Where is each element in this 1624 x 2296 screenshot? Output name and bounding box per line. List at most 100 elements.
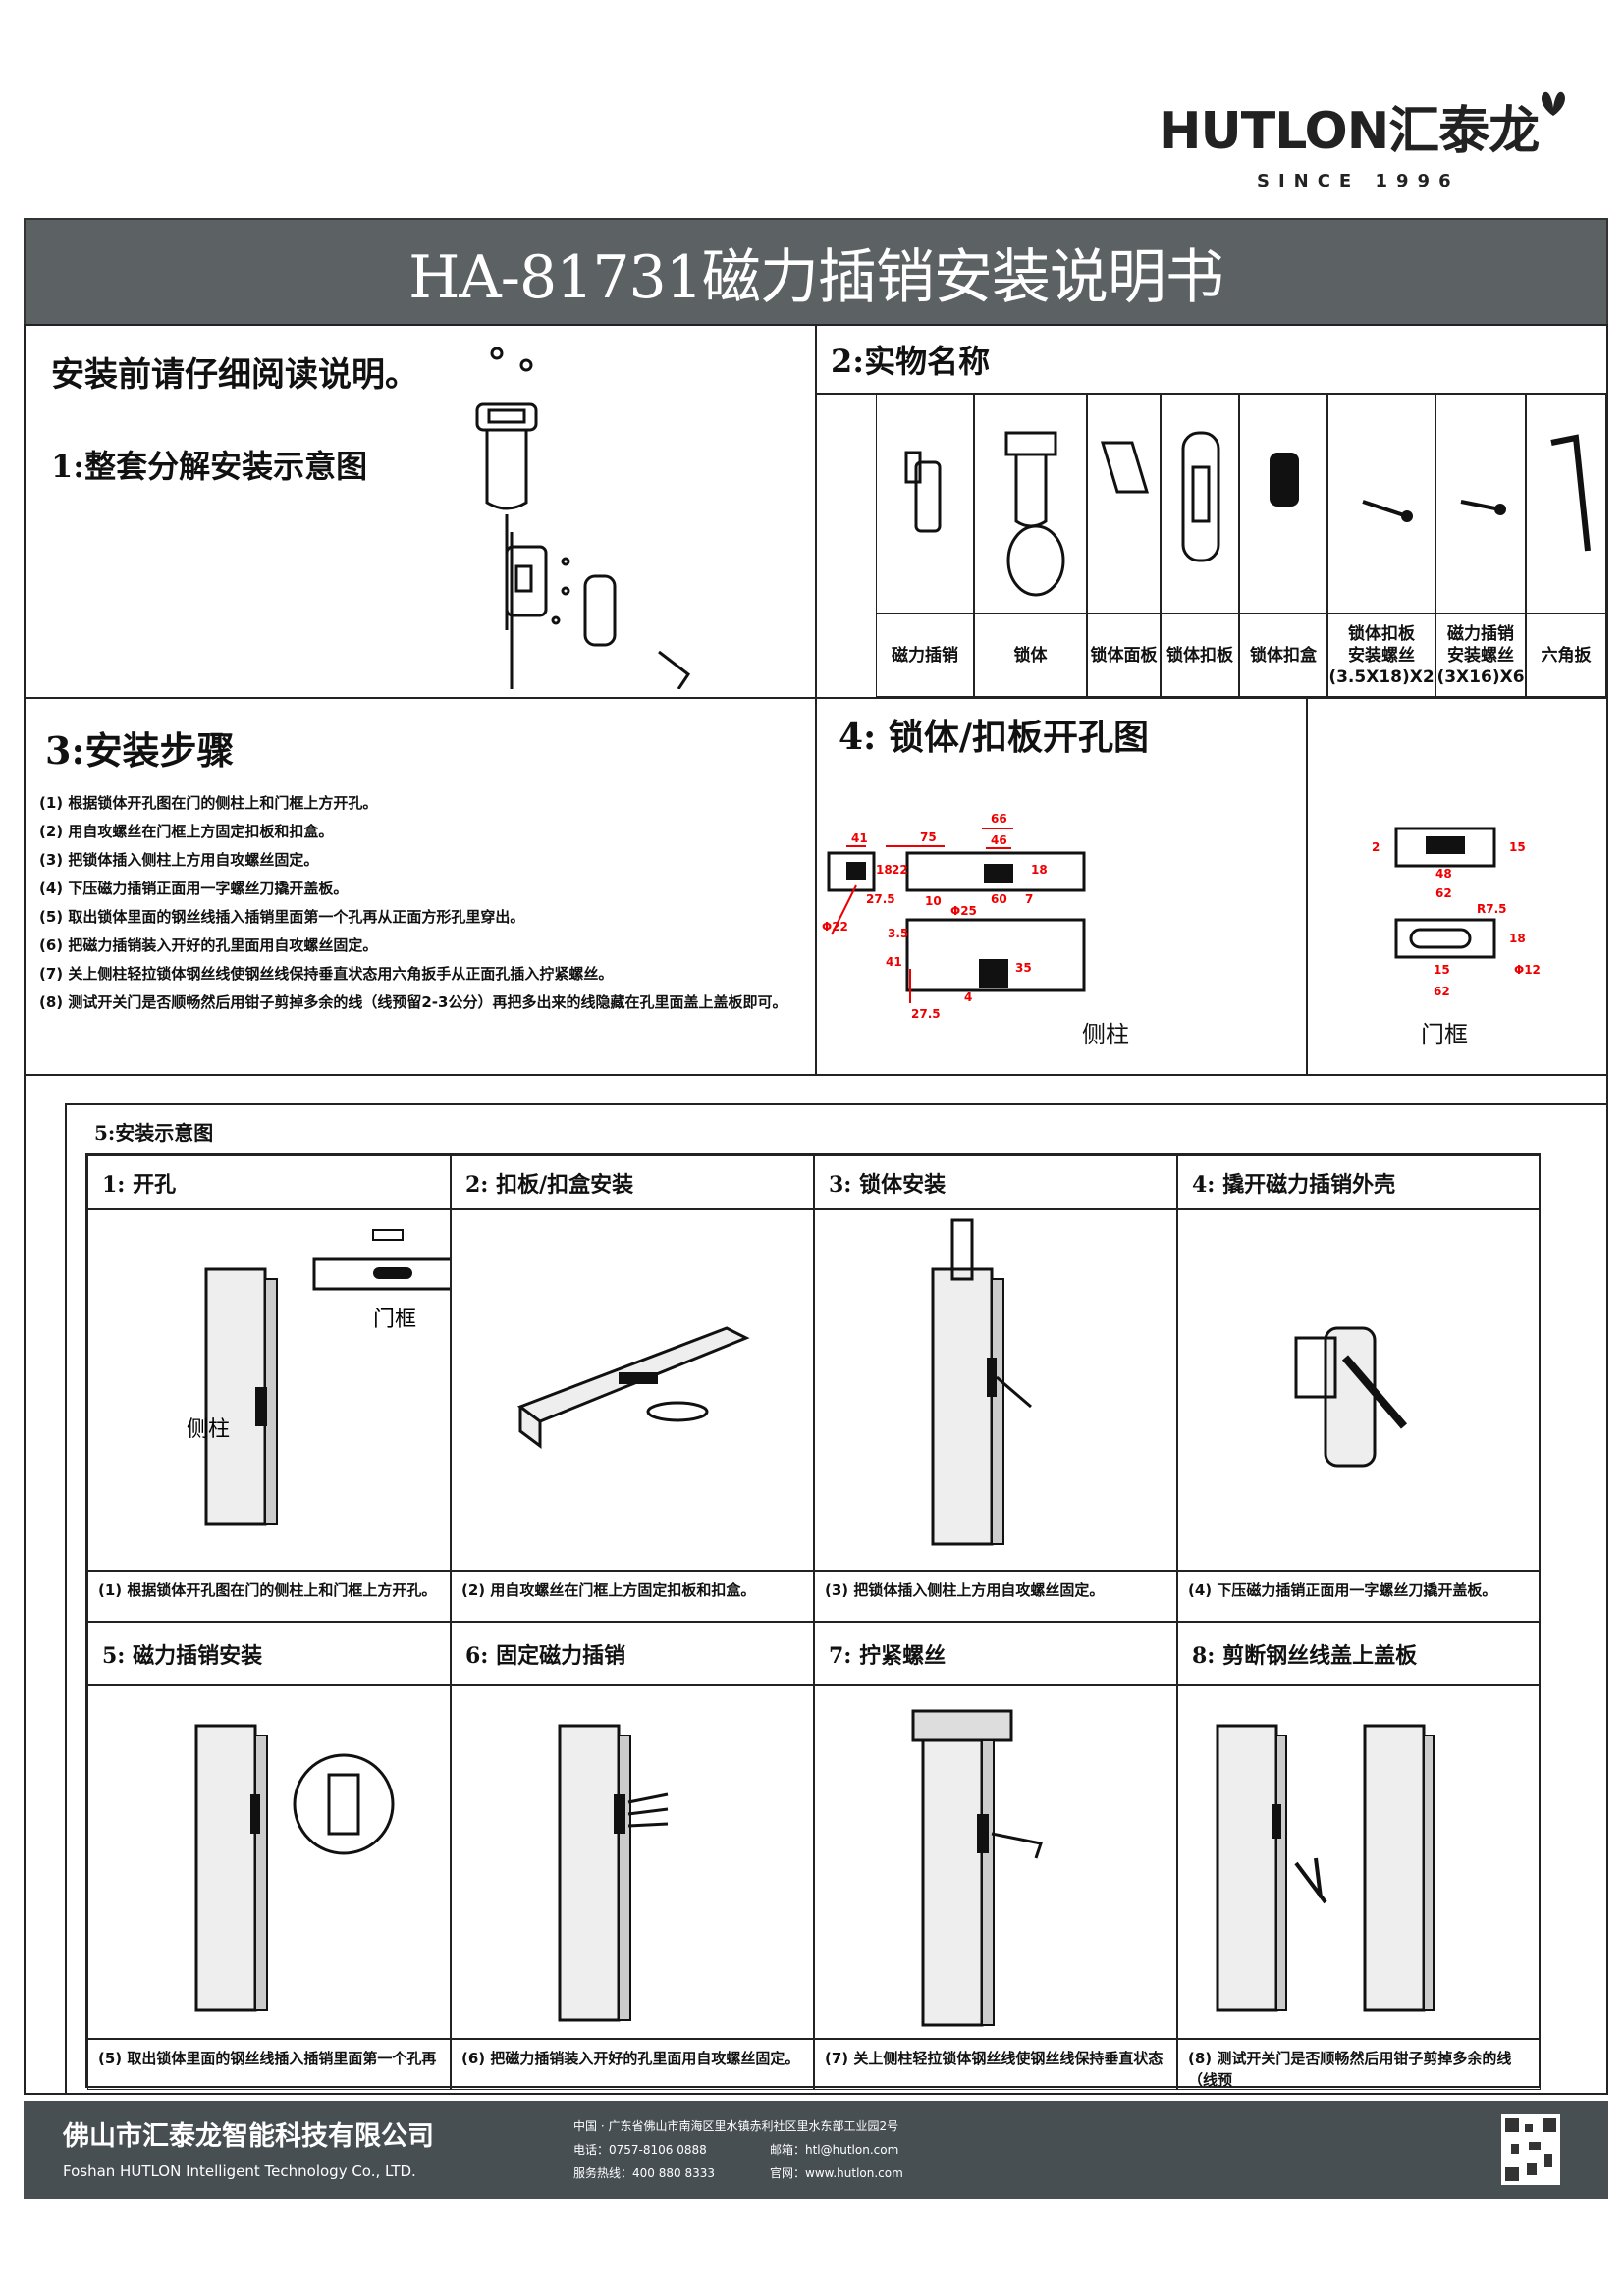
dim-label: 48 <box>1435 867 1452 881</box>
steps-heading: 3:安装步骤 <box>45 728 235 773</box>
part-image-lock-body <box>974 393 1087 614</box>
panel-illustration-lock-body-install <box>814 1209 1177 1571</box>
part-label: 锁体面板 <box>1087 614 1161 697</box>
side-post-label: 侧柱 <box>1082 1021 1129 1048</box>
dim-label: 46 <box>991 833 1007 847</box>
panel-caption-lock-body-install: (3) 把锁体插入侧柱上方用自攻螺丝固定。 <box>814 1571 1177 1622</box>
panel-caption-drilling: (1) 根据锁体开孔图在门的侧柱上和门框上方开孔。 <box>87 1571 451 1622</box>
panel-caption-fix-bolt: (6) 把磁力插销装入开好的孔里面用自攻螺丝固定。 <box>451 2039 814 2090</box>
company-name-cn: 佛山市汇泰龙智能科技有限公司 <box>63 2121 434 2152</box>
panel-caption-open-bolt-cover: (4) 下压磁力插销正面用一字螺丝刀撬开盖板。 <box>1177 1571 1541 1622</box>
dim-label: 18 <box>1031 863 1048 877</box>
dim-label: 15 <box>1434 963 1450 977</box>
part-label: 六角扳 <box>1526 614 1606 697</box>
panel-illustration-cut-wire-cover <box>1177 1685 1541 2039</box>
dim-label: 10 <box>925 894 942 908</box>
panel-caption-cut-wire-cover: (8) 测试开关门是否顺畅然后用钳子剪掉多余的线（线预 <box>1177 2039 1541 2090</box>
part-image-bolt-screw <box>1435 393 1526 614</box>
dim-label: 18 <box>1509 932 1526 945</box>
step-item: (5) 取出锁体里面的钢丝线插入插销里面第一个孔再从正面方形孔里穿出。 <box>39 908 525 926</box>
part-label: 磁力插销 <box>876 614 974 697</box>
panel-illustration-bolt-install <box>87 1685 451 2039</box>
part-image-strike-box <box>1239 393 1327 614</box>
door-frame-label: 门框 <box>373 1308 416 1332</box>
panel-title-open-bolt-cover: 4: 撬开磁力插销外壳 <box>1177 1155 1541 1209</box>
part-spec: (3.5X18)X2 <box>1328 667 1435 687</box>
qr-code-icon <box>1501 2114 1560 2185</box>
door-frame-drilling-drawing: 2 48 15 62 R7.5 18 15 62 Φ12 门框 <box>1372 827 1541 1048</box>
part-image-magnetic-bolt <box>876 393 974 614</box>
dim-label: 62 <box>1435 886 1452 900</box>
dim-label: R7.5 <box>1477 902 1507 916</box>
exploded-assembly-drawing <box>475 347 691 689</box>
contact-info: 中国 · 广东省佛山市南海区里水镇赤利社区里水东部工业园2号 电话：0757-8… <box>573 2114 986 2185</box>
step-item: (8) 测试开关门是否顺畅然后用钳子剪掉多余的线（线预留2-3公分）再把多出来的… <box>39 993 787 1011</box>
dim-label: 41 <box>851 831 868 845</box>
phone: 电话：0757-8106 0888 <box>573 2143 707 2157</box>
panel-title-cut-wire-cover: 8: 剪断钢丝线盖上盖板 <box>1177 1622 1541 1685</box>
diagram-section: 5:安装示意图 <box>24 1074 1608 2095</box>
diagram-heading: 5:安装示意图 <box>94 1121 214 1145</box>
side-post-label: 侧柱 <box>187 1417 230 1442</box>
panel-caption-plate-box-install: (2) 用自攻螺丝在门框上方固定扣板和扣盒。 <box>451 1571 814 1622</box>
panel-title-fix-bolt: 6: 固定磁力插销 <box>451 1622 814 1685</box>
document-title: HA-81731磁力插销安装说明书 <box>408 242 1224 312</box>
panel-illustration-drilling: 门框侧柱 <box>87 1209 493 1571</box>
step-item: (7) 关上侧柱轻拉锁体钢丝线使钢丝线保持垂直状态用六角扳手从正面孔插入拧紧螺丝… <box>39 965 614 983</box>
part-image-plate-screw <box>1327 393 1435 614</box>
panel-illustration-tighten-screw <box>814 1685 1177 2039</box>
panel-title-lock-body-install: 3: 锁体安装 <box>814 1155 1177 1209</box>
dim-label: 4 <box>964 990 972 1004</box>
door-frame-label: 门框 <box>1421 1021 1468 1048</box>
diagram-frame <box>65 1103 1608 2095</box>
drilling-heading: 4: 锁体/扣板开孔图 <box>839 717 1150 758</box>
part-label: 磁力插销安装螺丝(3X16)X6 <box>1435 614 1526 697</box>
panel-caption-bolt-install: (5) 取出锁体里面的钢丝线插入插销里面第一个孔再 <box>87 2039 451 2090</box>
logo-since: SINCE 1996 <box>1257 171 1460 191</box>
panel-title-bolt-install: 5: 磁力插销安装 <box>87 1622 451 1685</box>
part-image-hex-key <box>1526 393 1606 614</box>
dim-label: 7 <box>1025 892 1033 906</box>
dim-label: Φ12 <box>1514 963 1541 977</box>
panel-illustration-fix-bolt <box>451 1685 814 2039</box>
part-name: 锁体扣板安装螺丝 <box>1348 623 1415 666</box>
parts-heading: 2:实物名称 <box>817 326 1606 395</box>
step-item: (6) 把磁力插销装入开好的孔里面用自攻螺丝固定。 <box>39 936 378 954</box>
dim-label: 3.5 <box>888 927 908 940</box>
panel-caption-tighten-screw: (7) 关上侧柱轻拉锁体钢丝线使钢丝线保持垂直状态 <box>814 2039 1177 2090</box>
dim-label: 27.5 <box>866 892 895 906</box>
panel-title-drilling: 1: 开孔 <box>87 1155 451 1209</box>
part-image-strike-plate <box>1161 393 1239 614</box>
parts-table: 磁力插销 锁体 锁体面板 锁体扣板 锁体扣盒 锁体扣板安装螺丝(3.5X18)X… <box>876 393 1606 697</box>
step-item: (1) 根据锁体开孔图在门的侧柱上和门框上方开孔。 <box>39 794 378 812</box>
exploded-view-section: 安装前请仔细阅读说明。 1:整套分解安装示意图 <box>24 324 817 699</box>
part-label: 锁体 <box>974 614 1087 697</box>
part-label: 锁体扣板安装螺丝(3.5X18)X2 <box>1327 614 1435 697</box>
address: 中国 · 广东省佛山市南海区里水镇赤利社区里水东部工业园2号 <box>573 2119 899 2133</box>
panel-title-tighten-screw: 7: 拧紧螺丝 <box>814 1622 1177 1685</box>
side-post-drilling-drawing: 41 18 27.5 Φ22 75 22 66 46 18 10 Φ25 60 … <box>822 812 1129 1048</box>
dim-label: 35 <box>1015 961 1032 975</box>
hotline: 服务热线：400 880 8333 <box>573 2166 715 2180</box>
dim-label: 18 <box>876 863 893 877</box>
email: 邮箱：htl@hutlon.com <box>770 2143 899 2157</box>
dim-label: 27.5 <box>911 1007 941 1021</box>
dim-label: 62 <box>1434 985 1450 998</box>
dim-label: Φ25 <box>950 904 977 918</box>
step-item: (4) 下压磁力插销正面用一字螺丝刀撬开盖板。 <box>39 880 349 897</box>
read-notice: 安装前请仔细阅读说明。 <box>51 355 418 395</box>
dim-label: 2 <box>1372 840 1380 854</box>
step-item: (3) 把锁体插入侧柱上方用自攻螺丝固定。 <box>39 851 319 869</box>
company-name-en: Foshan HUTLON Intelligent Technology Co.… <box>63 2163 416 2180</box>
part-spec: (3X16)X6 <box>1436 667 1525 687</box>
logo-text: HUTLON汇泰龙 <box>1159 102 1540 161</box>
brand-logo: HUTLON汇泰龙 SINCE 1996 <box>1159 91 1571 200</box>
panel-illustration-plate-box-install <box>451 1209 814 1571</box>
parts-list-section: 2:实物名称 磁力插销 锁体 锁体面板 锁体扣板 锁体扣盒 锁体扣板安装螺丝(3… <box>815 324 1608 699</box>
steps-list: (1) 根据锁体开孔图在门的侧柱上和门框上方开孔。 (2) 用自攻螺丝在门框上方… <box>39 789 805 1017</box>
part-name: 磁力插销安装螺丝 <box>1447 623 1514 666</box>
document-title-bar: HA-81731磁力插销安装说明书 <box>24 218 1608 326</box>
footer: 佛山市汇泰龙智能科技有限公司 Foshan HUTLON Intelligent… <box>24 2101 1608 2199</box>
dim-label: 60 <box>991 892 1007 906</box>
